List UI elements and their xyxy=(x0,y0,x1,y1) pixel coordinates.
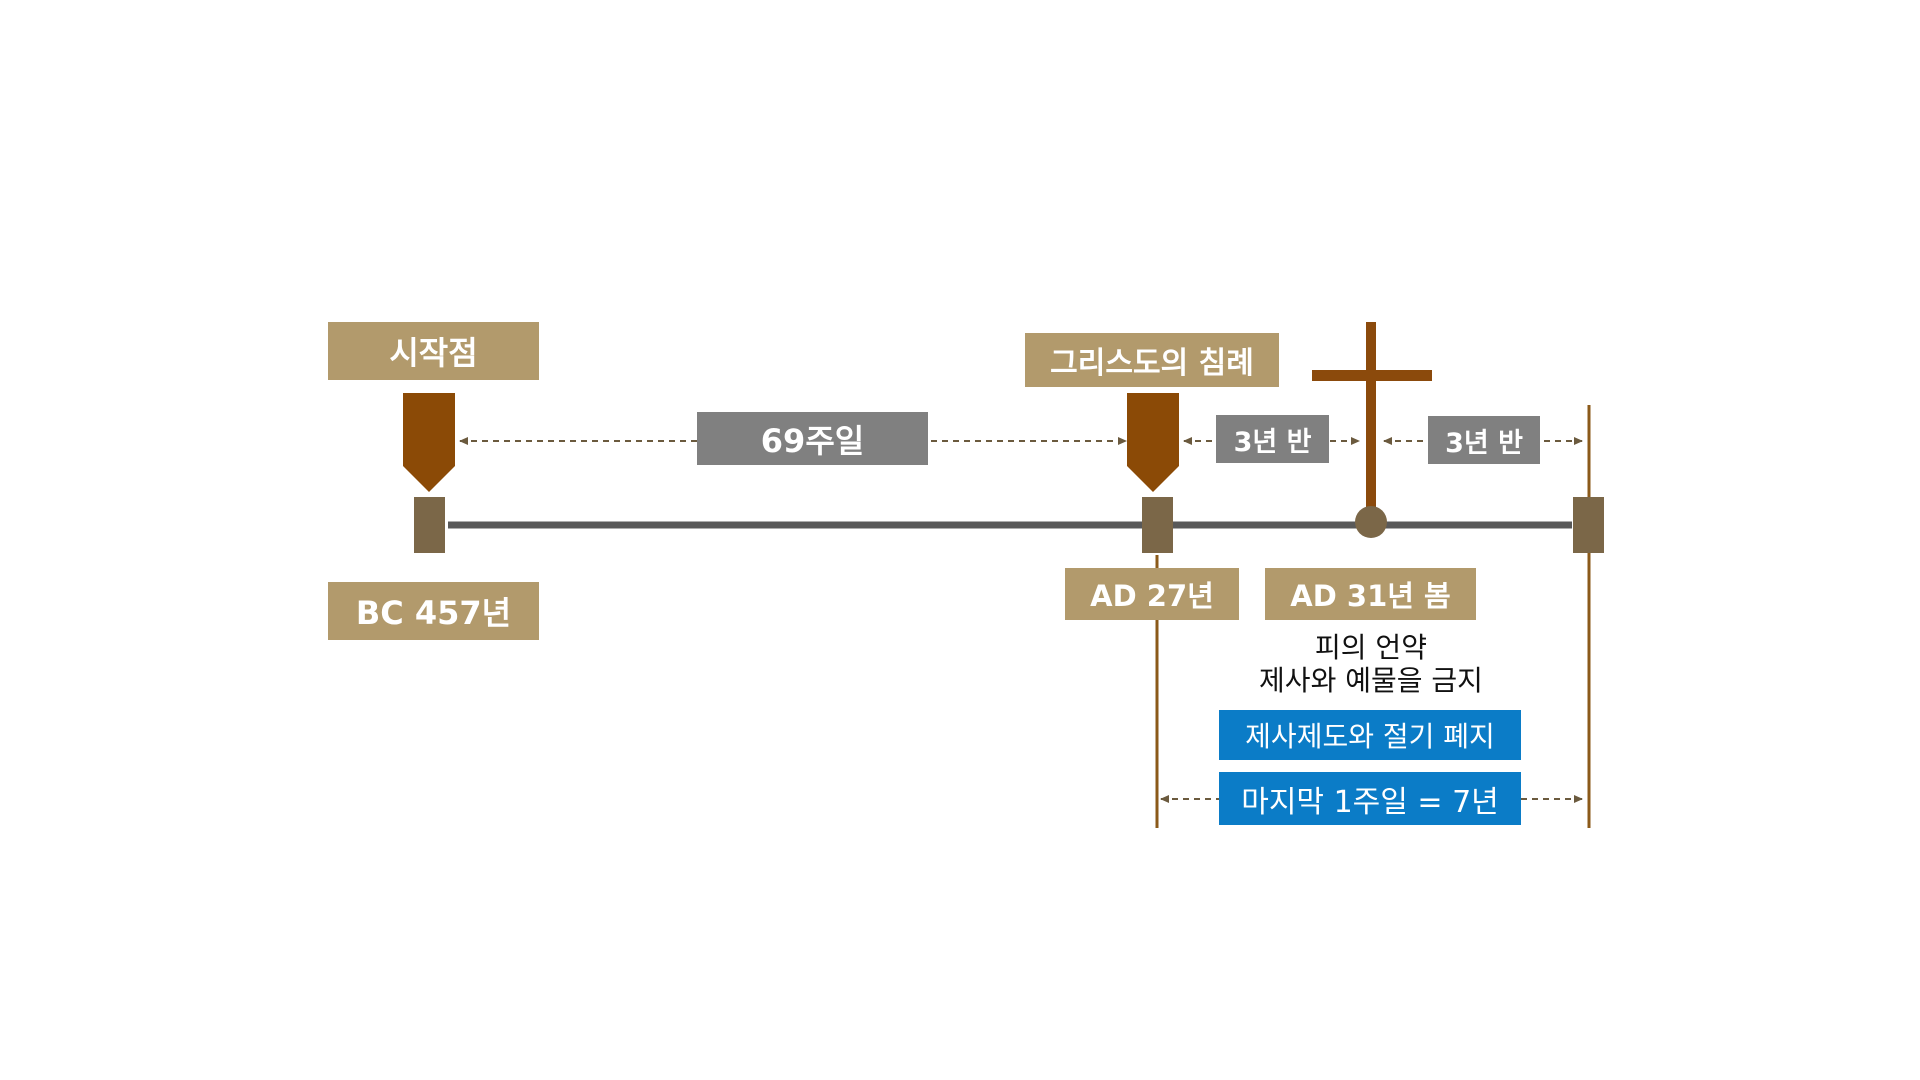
half-period-label-2: 3년 반 xyxy=(1428,416,1540,464)
half-period-label-1: 3년 반 xyxy=(1216,415,1329,463)
baptism-label: 그리스도의 침례 xyxy=(1025,333,1279,387)
marker-end xyxy=(1573,497,1604,553)
marker-bc457 xyxy=(414,497,445,553)
start-point-label: 시작점 xyxy=(328,322,539,380)
ad-31-label: AD 31년 봄 xyxy=(1265,568,1476,620)
cross-icon xyxy=(1312,322,1432,508)
last-week-label: 마지막 1주일 = 7년 xyxy=(1219,772,1521,825)
marker-ad31 xyxy=(1355,506,1387,538)
ad-27-label: AD 27년 xyxy=(1065,568,1239,620)
covenant-text-line1: 피의 언약 xyxy=(1315,631,1427,664)
abolish-label: 제사제도와 절기 폐지 xyxy=(1219,710,1521,760)
covenant-text-line2: 제사와 예물을 금지 xyxy=(1259,664,1483,697)
bc-457-label: BC 457년 xyxy=(328,582,539,640)
down-pointer-icon xyxy=(403,393,455,492)
marker-ad27 xyxy=(1142,497,1173,553)
weeks-69-label: 69주일 xyxy=(697,412,928,465)
down-pointer-icon xyxy=(1127,393,1179,492)
